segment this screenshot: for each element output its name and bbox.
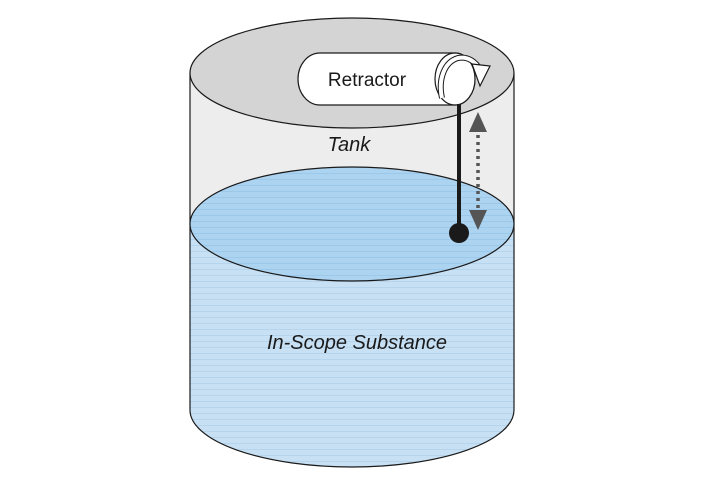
tank-bottom-rim xyxy=(189,409,515,468)
retractor-label: Retractor xyxy=(328,70,407,91)
tank-label: Tank xyxy=(328,134,372,156)
liquid-body xyxy=(190,224,514,467)
float-icon xyxy=(449,223,469,243)
movement-double-arrow-icon xyxy=(469,112,487,230)
substance-label: In-Scope Substance xyxy=(267,332,447,354)
rotation-arrow-icon xyxy=(437,54,491,99)
liquid-surface xyxy=(189,166,515,282)
